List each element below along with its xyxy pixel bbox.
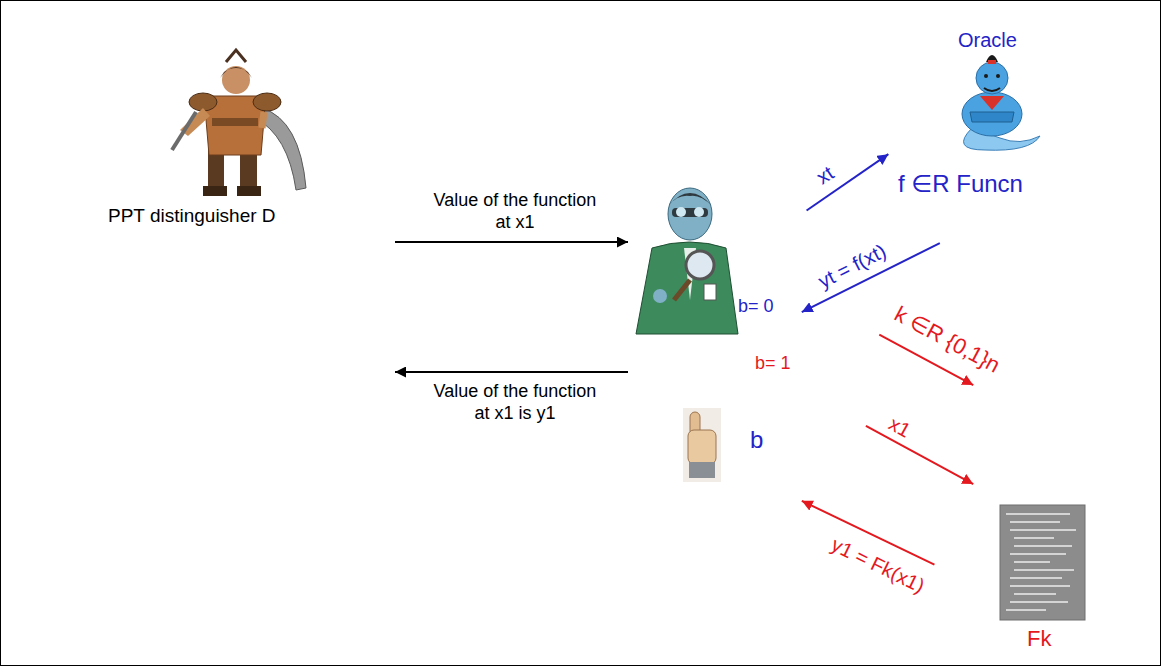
distinguisher-actor: PPT distinguisher D xyxy=(100,50,395,385)
node-text: f ∈R Funcn xyxy=(898,170,1023,199)
warrior-figure-part xyxy=(172,112,196,150)
message-arrow xyxy=(866,426,973,484)
arrow-label: yt = f(xt) xyxy=(814,239,890,293)
warrior-figure-part xyxy=(253,93,281,111)
warrior-figure-part xyxy=(262,112,264,128)
document-icon-part-part xyxy=(1014,537,1054,539)
node-text: Fk xyxy=(1027,626,1051,652)
oracle-actor: Oracle f ∈R Funcn xyxy=(890,22,1080,210)
arrow-label: xt xyxy=(812,161,838,190)
arrow-label: k ∈R {0,1}n xyxy=(890,301,1005,379)
arrow-label: Value of the function at x1 xyxy=(428,190,603,233)
document-icon-part-part xyxy=(1014,561,1050,563)
document-icon-part-part xyxy=(1006,609,1046,611)
bit-label: b xyxy=(750,426,763,455)
thumb-icon-part xyxy=(688,430,716,464)
challenger-figure-part xyxy=(694,207,704,217)
document-icon-part-part xyxy=(1006,513,1070,515)
genie-figure-part xyxy=(976,62,1008,94)
document-icon-part-part xyxy=(1010,521,1060,523)
warrior-figure-part xyxy=(220,67,252,78)
challenger-figure-part xyxy=(653,289,667,303)
genie-figure-part xyxy=(962,92,1022,136)
warrior-figure-part xyxy=(203,186,227,196)
node-text: PPT distinguisher D xyxy=(108,205,276,228)
document-icon-part xyxy=(1006,514,1076,610)
document-icon-part-part xyxy=(1014,593,1056,595)
warrior-figure-part xyxy=(226,50,246,62)
document-icon-part-part xyxy=(1014,569,1074,571)
warrior-figure-part xyxy=(237,186,261,196)
genie-figure-part xyxy=(996,74,1000,78)
warrior-figure-part xyxy=(208,150,224,190)
challenger-figure-part xyxy=(672,208,708,217)
prf-box: Fk xyxy=(975,380,1095,660)
message-arrow xyxy=(395,371,628,373)
message-arrow xyxy=(395,241,628,243)
warrior-figure-part xyxy=(255,108,306,190)
challenger-figure-part xyxy=(674,280,690,300)
warrior-figure-part xyxy=(212,118,258,126)
challenger-figure-part xyxy=(686,251,714,279)
document-icon-part-part xyxy=(1014,545,1072,547)
genie-figure-part xyxy=(980,96,1004,110)
node-text: b= 1 xyxy=(755,353,791,375)
challenger-figure-part xyxy=(636,242,738,334)
document-icon-part-part xyxy=(1010,553,1066,555)
node-text: Oracle xyxy=(958,28,1017,52)
document-icon-part xyxy=(1000,505,1085,620)
genie-figure-part xyxy=(970,112,1014,122)
challenger-figure-part xyxy=(668,193,712,206)
document-icon xyxy=(1000,505,1085,620)
thumb-icon-part xyxy=(689,462,715,478)
genie-figure-part xyxy=(988,60,996,64)
message-arrow xyxy=(807,154,889,210)
challenger-actor: b= 0 b= 1 xyxy=(630,180,800,520)
document-icon-part-part xyxy=(1010,577,1062,579)
genie-figure-part xyxy=(984,88,1000,91)
genie-figure-part xyxy=(984,74,988,78)
challenger-figure xyxy=(636,188,738,334)
arrow-label: y1 = Fk(x1) xyxy=(828,532,929,598)
warrior-figure-part xyxy=(222,66,250,94)
warrior-figure xyxy=(172,50,306,196)
node-text: b= 0 xyxy=(738,296,774,318)
document-icon-part-part xyxy=(1010,601,1068,603)
challenger-figure-part xyxy=(676,207,686,217)
document-icon-part-part xyxy=(1010,585,1070,587)
thumb-icon-part xyxy=(683,408,721,482)
challenger-figure-part xyxy=(704,284,716,300)
arrow-label: Value of the function at x1 is y1 xyxy=(428,381,603,424)
challenger-figure-part xyxy=(668,188,712,240)
document-icon-part-part xyxy=(1010,529,1076,531)
warrior-figure-part xyxy=(240,150,257,190)
genie-figure xyxy=(962,55,1040,150)
thumb-icon xyxy=(683,408,721,482)
